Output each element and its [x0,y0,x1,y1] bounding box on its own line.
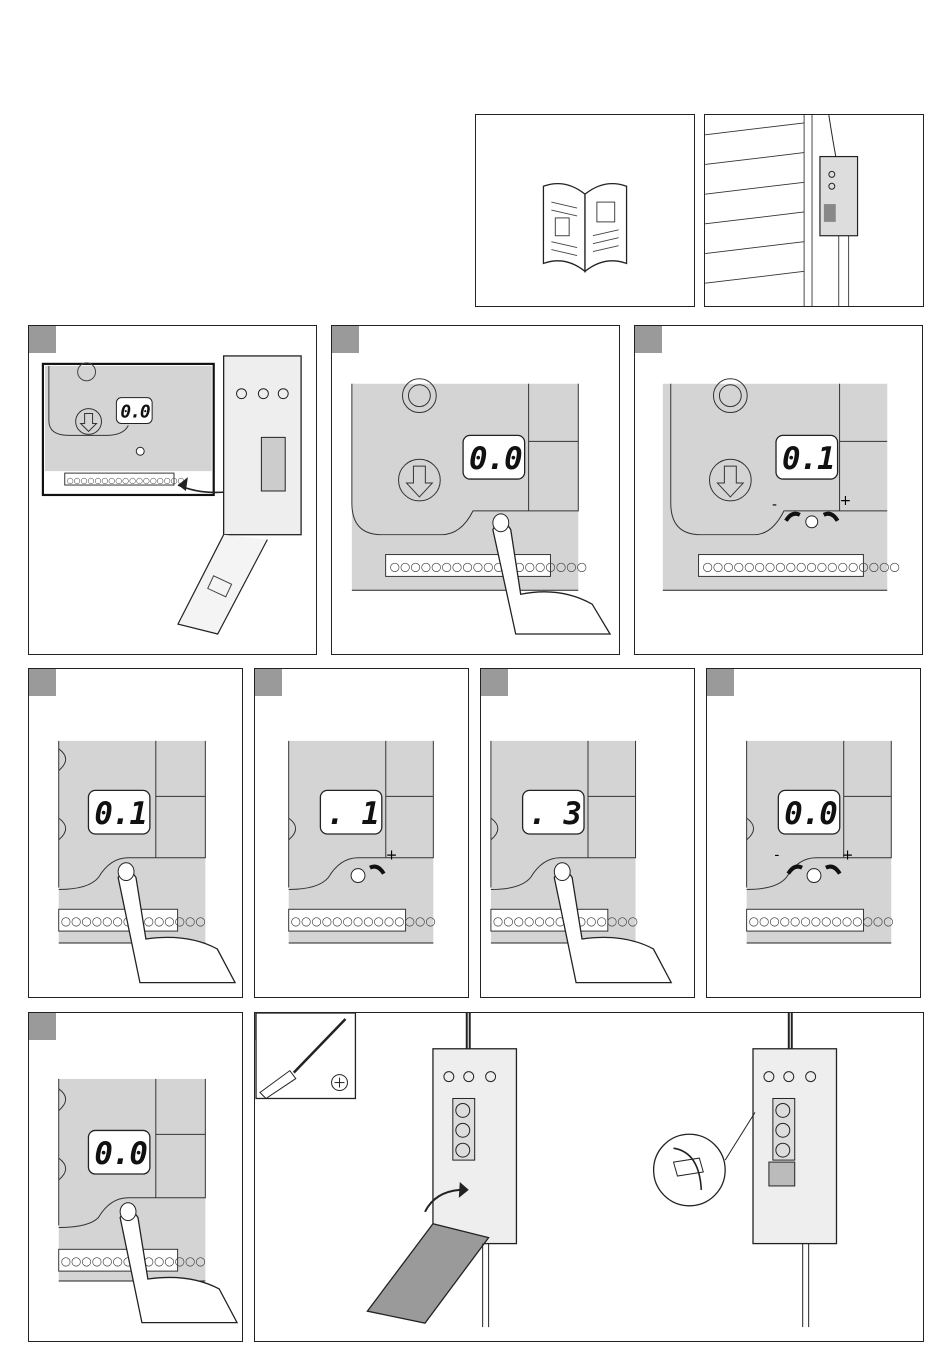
step-5-panel: . 1 + ○○○○○○○○○○○○○○ [254,668,469,998]
svg-text:○○○○○○○○○○○○○○: ○○○○○○○○○○○○○○ [749,914,894,928]
step-3-panel: 0.1 - + ○○○○○○○○○○○○○○○○○○○ [634,325,923,655]
display-readout: 0.0 [94,1136,147,1172]
minus-label: - [774,848,779,864]
display-readout: 0.1 [94,796,146,832]
display-readout: . 1 [326,796,378,832]
display-readout: 0.1 [782,441,835,477]
manual-book-icon [476,115,694,306]
manual-panel [475,114,695,307]
minus-label: - [772,497,777,513]
svg-text:○○○○○○○○○○○○○○: ○○○○○○○○○○○○○○ [291,914,436,928]
step-4-panel: 0.1 ○○○○○○○○○○○○○○ [28,668,243,998]
plus-label: + [840,493,852,509]
step-8-panel: 0.0 ○○○○○○○○○○○○○○ [28,1012,243,1342]
step-7-panel: 0.0 - + ○○○○○○○○○○○○○○ [706,668,921,998]
svg-text:○○○○○○○○○○○○○○○○○○○: ○○○○○○○○○○○○○○○○○○○ [390,559,587,573]
svg-text:○○○○○○○○○○○○○○○○○: ○○○○○○○○○○○○○○○○○ [67,476,185,485]
step-1-panel: 0.0 ○○○○○○○○○○○○○○○○○ [28,325,317,655]
garage-door-drive-icon [705,115,923,306]
phillips-screw-icon [332,1075,348,1091]
plus-label: + [842,848,854,864]
step-9-panel [254,1012,924,1342]
display-readout: 0.0 [469,441,522,477]
plus-label: + [386,848,398,864]
door-drive-panel [704,114,924,307]
display-readout: 0.0 [120,402,150,423]
display-readout: 0.0 [784,796,837,832]
step-6-panel: . 3 ○○○○○○○○○○○○○○ [480,668,695,998]
rotate-screw-icon [654,1112,755,1205]
display-readout: . 3 [529,796,581,832]
step-2-panel: 0.0 ○○○○○○○○○○○○○○○○○○○ [331,325,620,655]
svg-text:○○○○○○○○○○○○○○○○○○○: ○○○○○○○○○○○○○○○○○○○ [703,559,900,573]
